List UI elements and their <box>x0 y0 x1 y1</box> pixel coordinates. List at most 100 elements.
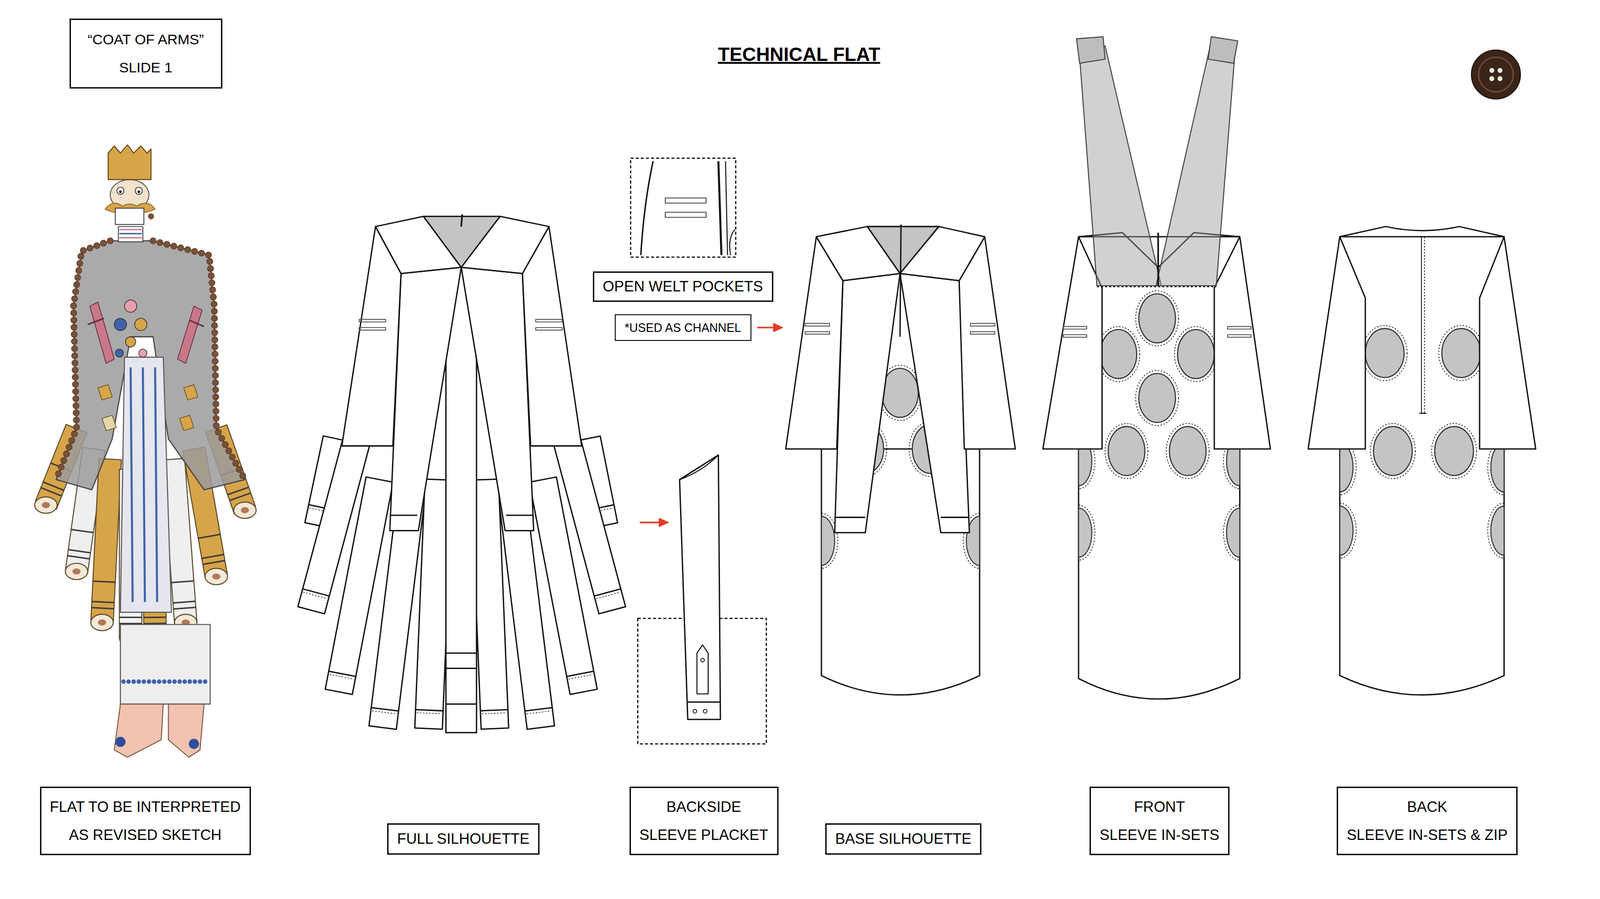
garment-line <box>1157 232 1159 286</box>
sketch-stripe <box>119 232 142 235</box>
sketch-stripe <box>198 534 220 539</box>
sketch-bead <box>72 402 80 410</box>
sketch-bead <box>71 338 78 345</box>
garment-line <box>1479 236 1536 450</box>
sketch-bead <box>239 472 246 480</box>
sketch-bead <box>198 250 205 257</box>
sketch-bead <box>74 274 81 281</box>
sketch-bead <box>202 679 208 684</box>
button-hole <box>1497 68 1503 73</box>
label-text: *USED AS CHANNEL <box>624 320 742 335</box>
sketch-bead <box>211 308 218 315</box>
label-box: BACKSLEEVE IN-SETS & ZIP <box>1336 786 1518 856</box>
sketch-cuff <box>233 501 257 519</box>
button-hole <box>1497 76 1503 81</box>
sketch-bead <box>205 251 212 259</box>
inset-circle <box>1441 328 1481 378</box>
sketch-cuff <box>98 619 107 626</box>
garment-line <box>390 514 418 517</box>
side-inset <box>1490 442 1505 492</box>
sketch-bead <box>207 265 214 272</box>
sketch-bead <box>157 679 162 684</box>
sketch-bead <box>131 679 136 684</box>
sketch-bead <box>93 242 100 249</box>
sketch-bead <box>213 422 220 429</box>
sketch-stripe <box>142 367 145 602</box>
sketch-cuff <box>240 507 250 514</box>
sketch-bead <box>232 460 240 467</box>
garment-line <box>390 267 462 531</box>
sketch-foot <box>168 704 205 758</box>
sketch-stripe <box>119 229 142 231</box>
inset-circle <box>1100 329 1137 379</box>
sketch-sword <box>90 301 115 364</box>
stitch-line <box>372 710 398 714</box>
garment-line <box>834 273 900 533</box>
sketch-bead <box>212 372 219 379</box>
sleeve-placket <box>697 644 709 694</box>
sketch-bead <box>192 679 198 684</box>
sketch-bead <box>177 679 182 684</box>
garment-line <box>461 267 534 531</box>
inset-circle <box>1108 426 1145 476</box>
sketch-bead <box>107 237 114 244</box>
sketch-bead <box>151 679 157 684</box>
sleeve-strap <box>1079 45 1161 286</box>
sketch-bead <box>163 241 170 248</box>
stitch-line <box>1340 503 1357 559</box>
cuff-line <box>566 671 594 677</box>
sketch-bead <box>197 679 202 684</box>
sketch-bead <box>182 679 187 684</box>
pointer-arrow <box>757 326 776 329</box>
sketch-bead <box>115 736 126 747</box>
neck-facing <box>867 226 939 274</box>
label-box: “COAT OF ARMS”SLIDE 1 <box>69 18 223 89</box>
sketch-bead <box>148 213 155 220</box>
strap-cuff <box>1076 36 1106 64</box>
inset-circle <box>1434 426 1474 476</box>
sketch-bead <box>209 279 216 286</box>
label-text: FULL SILHOUETTE <box>397 830 530 848</box>
welt-pocket <box>970 323 995 326</box>
sketch-stripe <box>42 481 64 491</box>
welt-pocket <box>805 331 830 334</box>
sketch-stripe <box>68 549 91 553</box>
side-inset <box>1490 506 1505 556</box>
sketch-stripe <box>227 487 249 495</box>
stitch-line <box>1223 505 1240 561</box>
sketch-bead <box>66 444 73 451</box>
sketch-bead <box>72 381 79 388</box>
label-text: SLEEVE PLACKET <box>639 826 769 844</box>
sketch-bead <box>212 415 220 422</box>
button <box>703 709 708 714</box>
sketch-mask <box>115 208 144 225</box>
sketch-sword <box>177 306 202 364</box>
sketch-bead <box>209 286 216 293</box>
sketch-bead <box>229 453 236 460</box>
stitch-line <box>1174 326 1218 382</box>
sketch-bead <box>218 435 225 442</box>
inset-circle <box>881 368 919 418</box>
sketch-stripe <box>201 554 224 559</box>
sketch-bead <box>150 237 157 244</box>
button-icon <box>1478 57 1514 92</box>
sketch-cuff <box>72 568 81 575</box>
sketch-bead <box>70 302 77 310</box>
welt-pocket <box>1227 326 1251 330</box>
side-inset <box>1340 506 1354 556</box>
garment-line <box>959 236 1016 450</box>
sketch-bead <box>71 430 78 438</box>
garment-line <box>506 514 533 517</box>
sketch-bead <box>77 253 84 260</box>
garment-line <box>785 236 843 450</box>
sketch-bead <box>212 393 220 400</box>
sketch-bead <box>141 679 146 684</box>
garment-line <box>940 516 970 519</box>
sketch-bead <box>70 317 78 324</box>
label-text: OPEN WELT POCKETS <box>602 277 763 296</box>
sketch-bead <box>211 350 219 358</box>
garment-line <box>900 224 901 337</box>
inset-circle <box>1373 426 1412 476</box>
